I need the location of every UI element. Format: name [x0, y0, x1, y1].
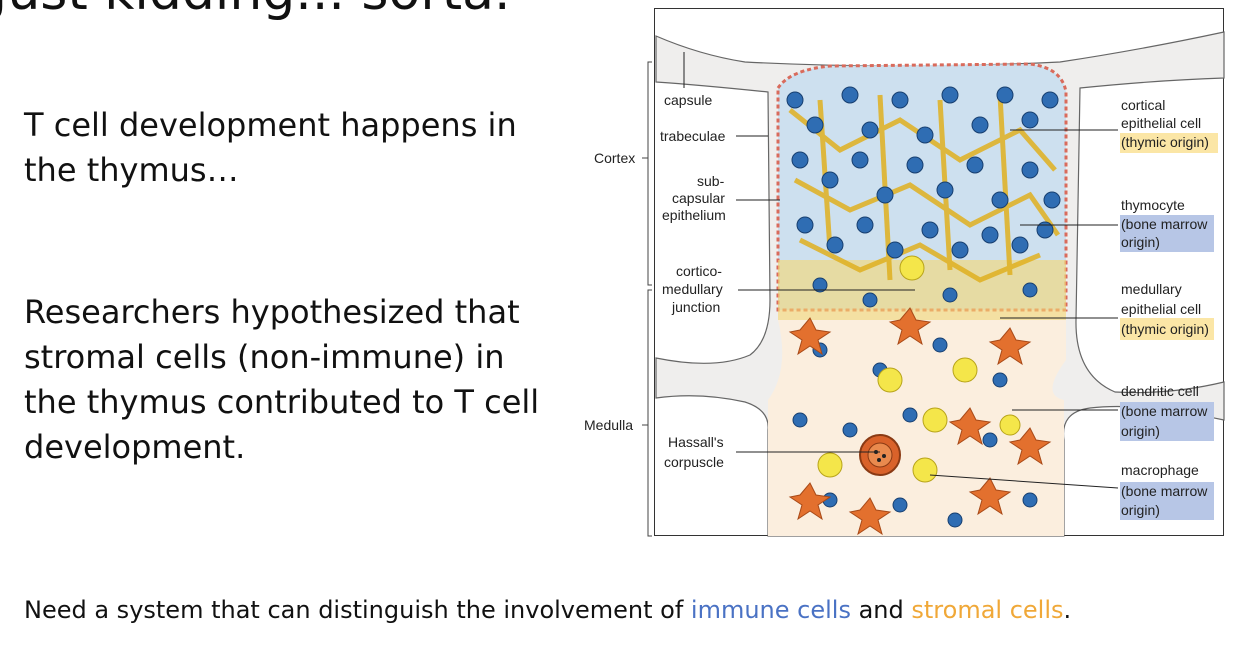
paragraph-line: stromal cells (non-immune) in — [24, 338, 505, 376]
paragraph-line: the thymus… — [24, 151, 239, 189]
paragraph-hypothesis: Researchers hypothesized that stromal ce… — [24, 290, 539, 470]
paragraph-thymus: T cell development happens in the thymus… — [24, 103, 517, 193]
medulla-label: Medulla — [584, 417, 633, 433]
paragraph-line: the thymus contributed to T cell — [24, 383, 540, 421]
cortex-label: Cortex — [594, 150, 635, 166]
immune-cells-text: immune cells — [690, 596, 851, 624]
region-brackets — [642, 61, 652, 537]
thymus-figure-frame — [654, 8, 1224, 536]
footer-middle: and — [850, 596, 912, 624]
paragraph-line: T cell development happens in — [24, 106, 517, 144]
paragraph-line: development. — [24, 428, 246, 466]
footer-sentence: Need a system that can distinguish the i… — [24, 596, 1071, 624]
paragraph-line: Researchers hypothesized that — [24, 293, 520, 331]
footer-prefix: Need a system that can distinguish the i… — [24, 596, 691, 624]
stromal-cells-text: stromal cells — [911, 596, 1064, 624]
footer-suffix: . — [1063, 596, 1072, 624]
slide-title: Just kidding... sorta. — [0, 0, 510, 22]
